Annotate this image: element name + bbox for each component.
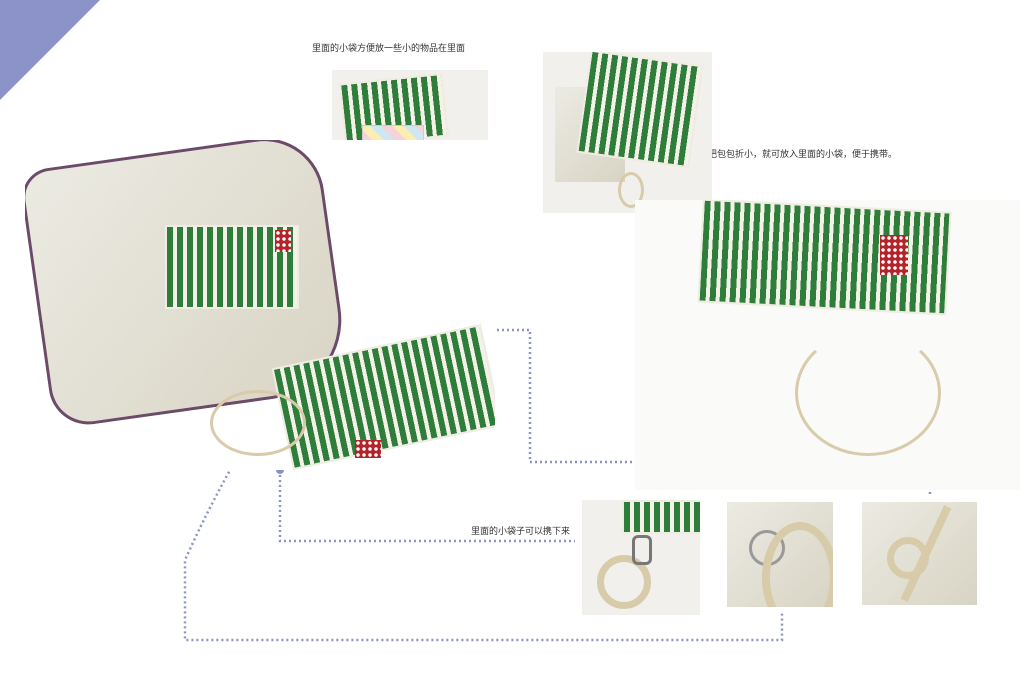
photo-main-bag [25,140,495,470]
caption-inner-pouch: 里面的小袋方便放一些小的物品在里面 [312,44,466,54]
caption-detachable: 里面的小袋子可以携下来 [471,527,571,537]
photo-detail-knot [862,502,977,605]
connector-to-detachable-caption [278,470,575,543]
photo-detail-hook [582,500,700,615]
photo-detail-ring [727,502,833,607]
corner-triangle-decoration [0,0,100,100]
photo-folded-bag-in-pouch [543,52,712,213]
caption-fold-bag: 把包包折小，就可放入里面的小袋，便于携带。 [708,150,898,160]
photo-pouch-closeup [635,200,1020,490]
